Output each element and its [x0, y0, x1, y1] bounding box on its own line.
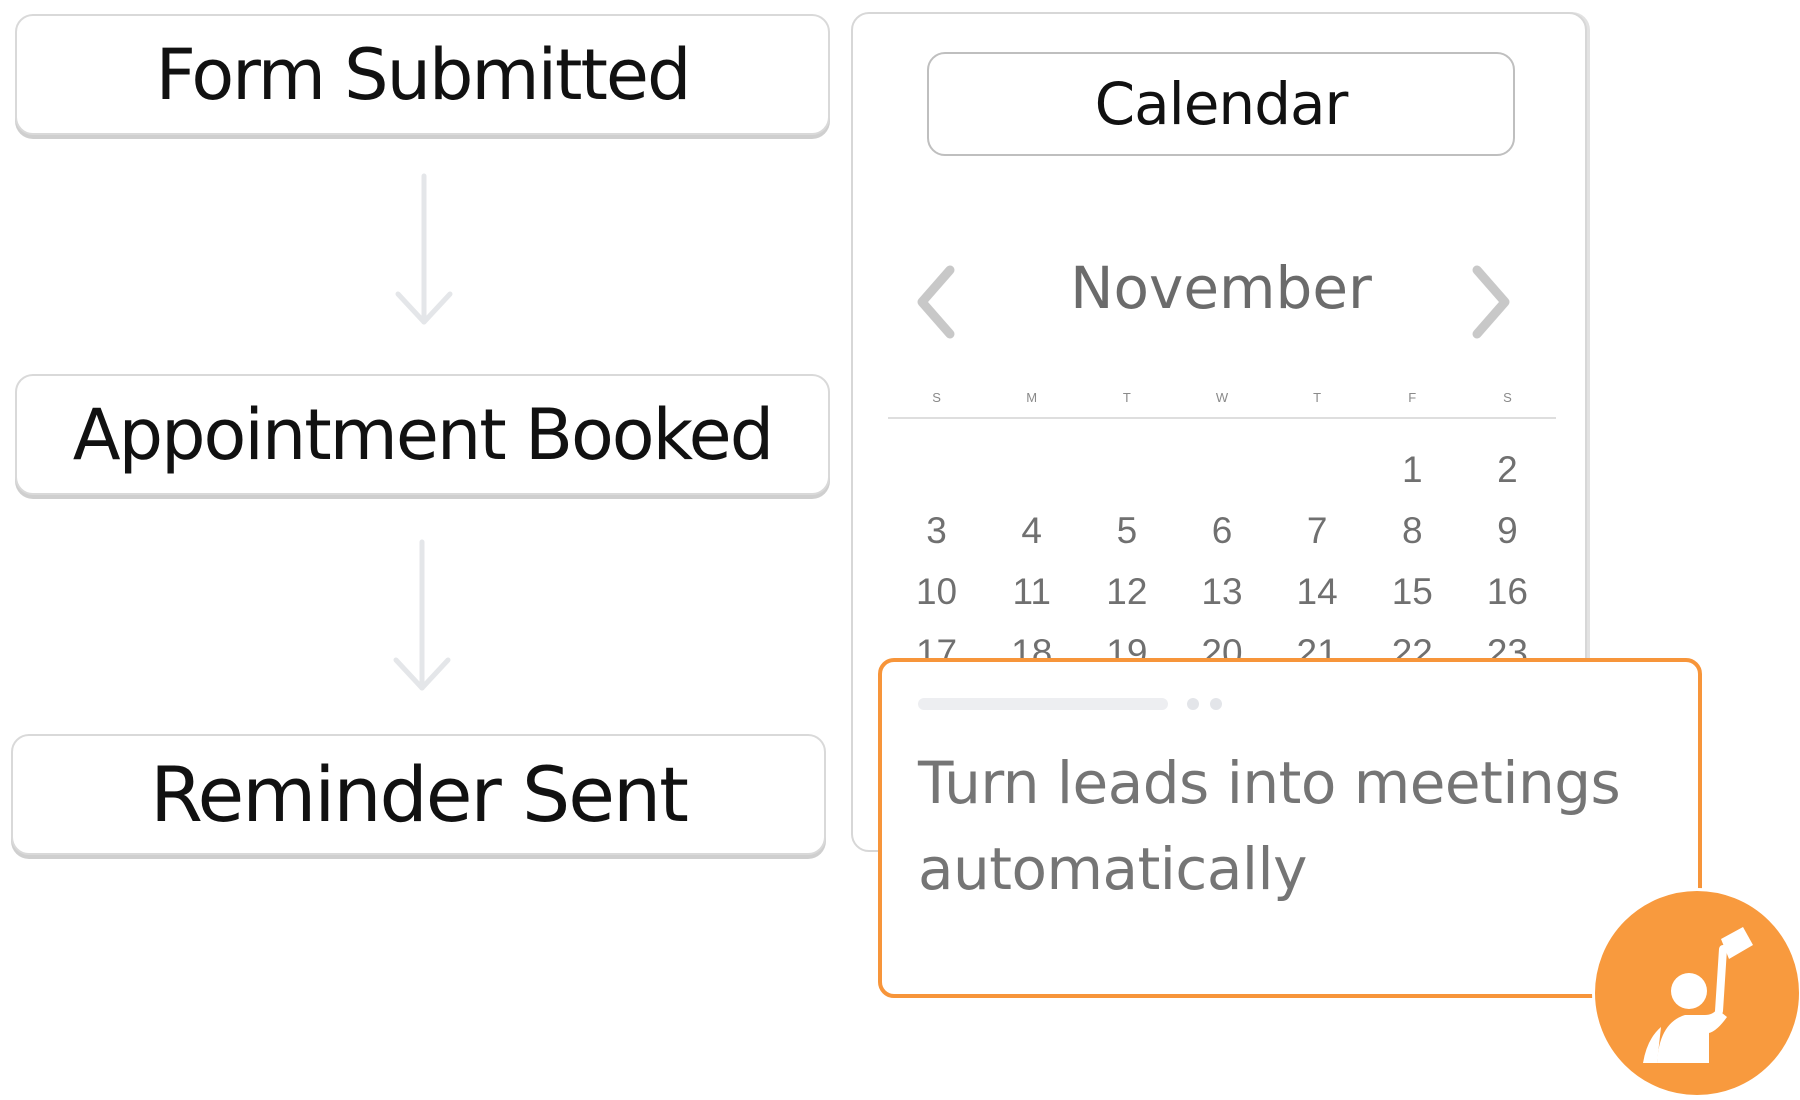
placeholder-bar	[918, 698, 1168, 710]
promo-card: Turn leads into meetings automatically	[878, 658, 1702, 998]
weekday-label: S	[932, 390, 941, 405]
chevron-left-icon[interactable]	[912, 262, 962, 342]
day-cell	[1174, 450, 1269, 511]
day-cell[interactable]: 5	[1116, 510, 1138, 551]
weekday-label: S	[1503, 390, 1512, 405]
placeholder-dot	[1210, 698, 1222, 710]
promo-text: Turn leads into meetings automatically	[918, 749, 1621, 903]
chevron-right-icon[interactable]	[1465, 262, 1515, 342]
flow-step-label: Reminder Sent	[150, 750, 689, 839]
leader-badge	[1592, 888, 1800, 1098]
weekday-label: T	[1313, 390, 1322, 405]
flow-step-reminder-sent: Reminder Sent	[11, 734, 826, 855]
calendar-title: Calendar	[927, 52, 1515, 156]
day-cell[interactable]: 15	[1391, 571, 1433, 612]
placeholder-dot	[1187, 698, 1199, 710]
weekday-header: S M T W T F S	[889, 390, 1555, 405]
day-cell	[1270, 450, 1365, 511]
day-cell[interactable]: 11	[1012, 571, 1051, 612]
day-cell[interactable]: 2	[1497, 449, 1518, 490]
calendar-title-label: Calendar	[1094, 70, 1349, 138]
day-cell[interactable]: 8	[1401, 510, 1423, 551]
month-label: November	[1070, 254, 1372, 322]
day-cell[interactable]: 6	[1211, 510, 1233, 551]
day-cell[interactable]: 7	[1306, 510, 1328, 551]
down-arrow-icon	[395, 173, 453, 325]
divider	[888, 417, 1556, 419]
day-cell[interactable]: 16	[1486, 571, 1528, 612]
flow-step-form-submitted: Form Submitted	[15, 14, 830, 135]
flow-step-label: Form Submitted	[155, 33, 692, 116]
flow-step-appointment-booked: Appointment Booked	[15, 374, 830, 495]
day-cell[interactable]: 10	[915, 571, 958, 612]
person-with-flag-icon	[1643, 927, 1753, 1063]
day-cell[interactable]: 1	[1401, 449, 1423, 490]
day-cell	[889, 450, 984, 511]
day-cell[interactable]: 9	[1497, 510, 1518, 551]
day-cell	[984, 450, 1079, 511]
day-cell	[1079, 450, 1174, 511]
flow-step-label: Appointment Booked	[72, 393, 774, 476]
day-cell[interactable]: 4	[1021, 510, 1042, 551]
weekday-label: W	[1215, 390, 1229, 405]
weekday-label: F	[1408, 390, 1417, 405]
day-cell[interactable]: 3	[926, 510, 947, 551]
day-cell[interactable]: 13	[1201, 571, 1243, 612]
weekday-label: T	[1122, 390, 1131, 405]
weekday-label: M	[1026, 390, 1038, 405]
day-cell[interactable]: 12	[1106, 571, 1148, 612]
down-arrow-icon	[393, 539, 451, 691]
day-cell[interactable]: 14	[1296, 571, 1338, 612]
